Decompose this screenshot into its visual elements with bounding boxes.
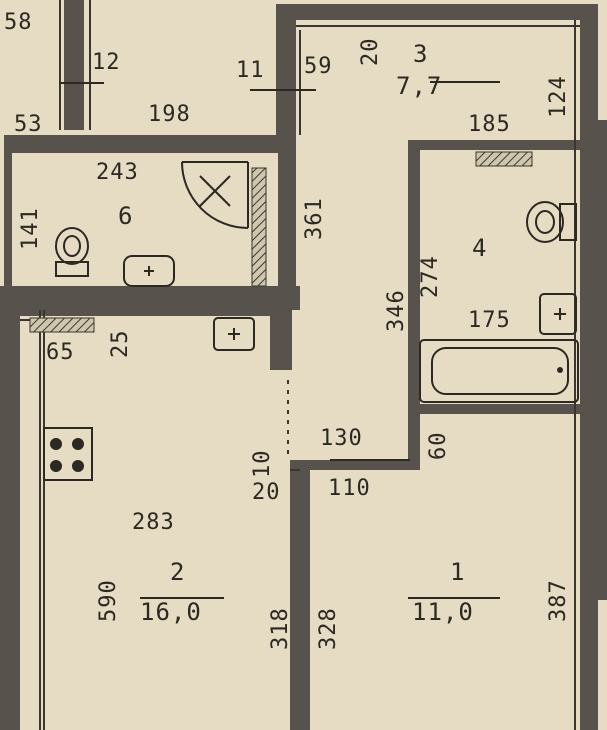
dim-590: 590: [96, 579, 121, 622]
wall-room1-top: [290, 460, 415, 470]
sink-icon: [123, 255, 175, 287]
dim-124: 124: [546, 75, 571, 118]
wall-bath-left: [4, 135, 12, 295]
dim-20a: 20: [358, 37, 383, 67]
wall-room2-right: [290, 470, 300, 730]
toilet-4-icon: [526, 201, 577, 243]
dim-387: 387: [546, 579, 571, 622]
room-3-number: 3: [413, 40, 429, 68]
dimension-ticks: [60, 81, 500, 599]
dim-283: 283: [132, 510, 175, 535]
room-3-area: 7,7: [396, 72, 443, 100]
kitchen-sink-icon: [213, 317, 255, 351]
shower-icon: [181, 161, 249, 229]
dim-110: 110: [328, 476, 371, 501]
wall-left-outer: [0, 290, 20, 730]
dim-198: 198: [148, 102, 191, 127]
wall-room1-left: [300, 470, 310, 730]
wall-bath-top: [4, 135, 294, 153]
wall-room2-top: [20, 300, 290, 316]
wall-bathroom4-bottom: [408, 404, 583, 414]
dim-53: 53: [14, 112, 43, 137]
fixtures: [43, 161, 579, 481]
wall-kitchen-stub: [270, 310, 292, 370]
room-6-number: 6: [118, 202, 134, 230]
sink-4-icon: [539, 293, 577, 335]
wall-top-right: [276, 4, 596, 20]
dim-10: 10: [250, 449, 275, 479]
wall-far-right: [596, 120, 607, 600]
stove-icon: [43, 427, 93, 481]
dim-20b: 20: [252, 480, 281, 505]
bathtub-icon: [419, 339, 579, 403]
room-2-area: 16,0: [140, 598, 202, 626]
dim-12: 12: [92, 50, 121, 75]
dim-346: 346: [384, 289, 409, 332]
thin-lines: [20, 0, 580, 730]
wall-right-outer: [580, 4, 598, 730]
toilet-icon: [55, 227, 89, 277]
dim-175: 175: [468, 308, 511, 333]
dim-65: 65: [46, 340, 75, 365]
room-2-number: 2: [170, 558, 186, 586]
room-4-number: 4: [472, 234, 488, 262]
dim-130: 130: [320, 426, 363, 451]
dim-318: 318: [268, 607, 293, 650]
wall-bathroom4-top: [408, 140, 583, 150]
dim-60: 60: [426, 431, 451, 461]
dim-185: 185: [468, 112, 511, 137]
dim-141: 141: [18, 207, 43, 250]
wall-corridor-left-upper: [276, 4, 296, 139]
dim-243: 243: [96, 160, 139, 185]
dim-11: 11: [236, 58, 265, 83]
hatch-bath6-shower: [251, 167, 267, 287]
wall-left-room-upper: [64, 0, 84, 130]
hatch-kitchen: [29, 317, 95, 333]
room-1-area: 11,0: [412, 598, 474, 626]
hatch-bathroom4-top: [475, 151, 533, 167]
dim-361: 361: [302, 197, 327, 240]
dim-274: 274: [418, 255, 443, 298]
hatched-partitions: [29, 151, 533, 333]
wall-bathroom4-left: [408, 140, 420, 470]
room-1-number: 1: [450, 558, 466, 586]
dim-25: 25: [108, 329, 133, 359]
wall-bath-right: [278, 135, 296, 310]
dim-328: 328: [316, 607, 341, 650]
dim-59: 59: [304, 54, 333, 79]
dim-58: 58: [4, 10, 33, 35]
